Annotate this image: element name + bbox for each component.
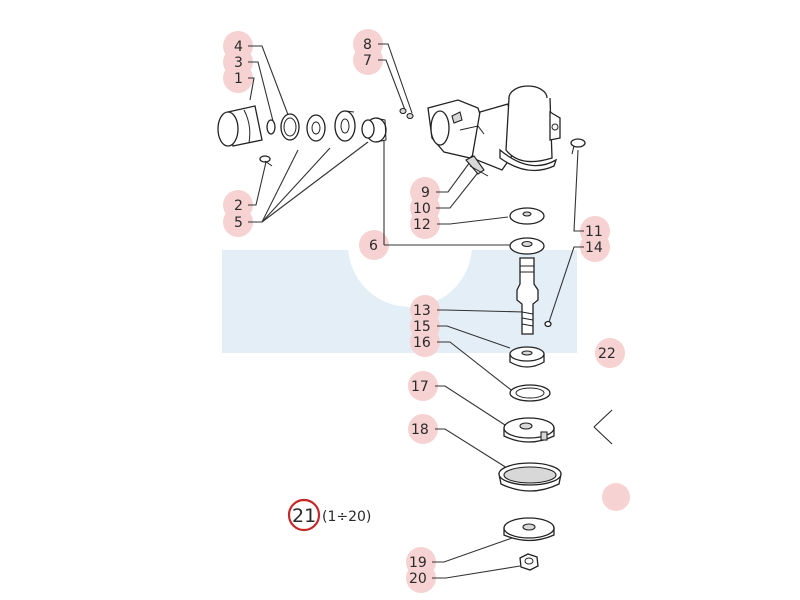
label-5: 5 [234, 215, 243, 231]
label-13: 13 [413, 303, 431, 319]
label-21-range: (1÷20) [322, 509, 371, 525]
leader-lines [248, 43, 584, 579]
label-21: 21 [292, 505, 316, 527]
label-1: 1 [234, 71, 243, 87]
part-bearing-15 [509, 346, 545, 368]
badge-14 [580, 232, 610, 262]
part-screw-11 [570, 138, 586, 155]
label-15: 15 [413, 319, 431, 335]
badge-edge [602, 483, 630, 511]
label-16: 16 [413, 335, 431, 351]
label-14: 14 [585, 240, 603, 256]
badge-1 [223, 63, 253, 93]
part-pinion [361, 117, 387, 143]
label-12: 12 [413, 217, 431, 233]
part-bearings-5 [306, 110, 356, 142]
highlight-ring-21 [287, 498, 321, 532]
badge-20 [406, 563, 436, 593]
part-bearing-6 [509, 237, 545, 255]
badge-18 [408, 414, 438, 444]
label-22: 22 [598, 346, 616, 362]
part-guard-edge [593, 409, 613, 445]
label-11: 11 [585, 224, 603, 240]
part-cup-18 [498, 462, 562, 492]
part-snap-ring-16 [509, 384, 551, 402]
part-pin-14 [544, 320, 552, 328]
label-20: 20 [409, 571, 427, 587]
part-bushing [217, 105, 263, 147]
part-number-labels: 4 3 1 8 7 2 5 9 10 12 6 11 14 13 15 16 1… [234, 37, 616, 587]
part-washer-12 [509, 207, 545, 225]
part-shaft-13 [516, 257, 539, 335]
part-gear-housing [427, 85, 561, 172]
badge-17 [408, 371, 438, 401]
badge-16 [410, 327, 440, 357]
badge-6 [359, 230, 389, 260]
label-6: 6 [369, 238, 378, 254]
part-screw-2 [259, 155, 273, 167]
part-washer-19 [503, 517, 555, 542]
label-18: 18 [411, 422, 429, 438]
label-2: 2 [234, 198, 243, 214]
part-o-ring [266, 119, 276, 135]
part-flange-17 [503, 417, 555, 443]
label-9: 9 [421, 185, 430, 201]
label-8: 8 [363, 37, 372, 53]
label-10: 10 [413, 201, 431, 217]
badge-22 [595, 338, 625, 368]
part-nut-20 [519, 553, 539, 571]
badge-7 [353, 45, 383, 75]
part-snap-ring-4 [280, 113, 300, 141]
label-3: 3 [234, 55, 243, 71]
badge-5 [223, 207, 253, 237]
label-7: 7 [363, 53, 372, 69]
part-bolts-7-8 [399, 107, 414, 120]
label-4: 4 [234, 39, 243, 55]
label-17: 17 [411, 379, 429, 395]
label-19: 19 [409, 555, 427, 571]
badge-12 [410, 209, 440, 239]
part-bolts-9-10 [465, 155, 489, 177]
